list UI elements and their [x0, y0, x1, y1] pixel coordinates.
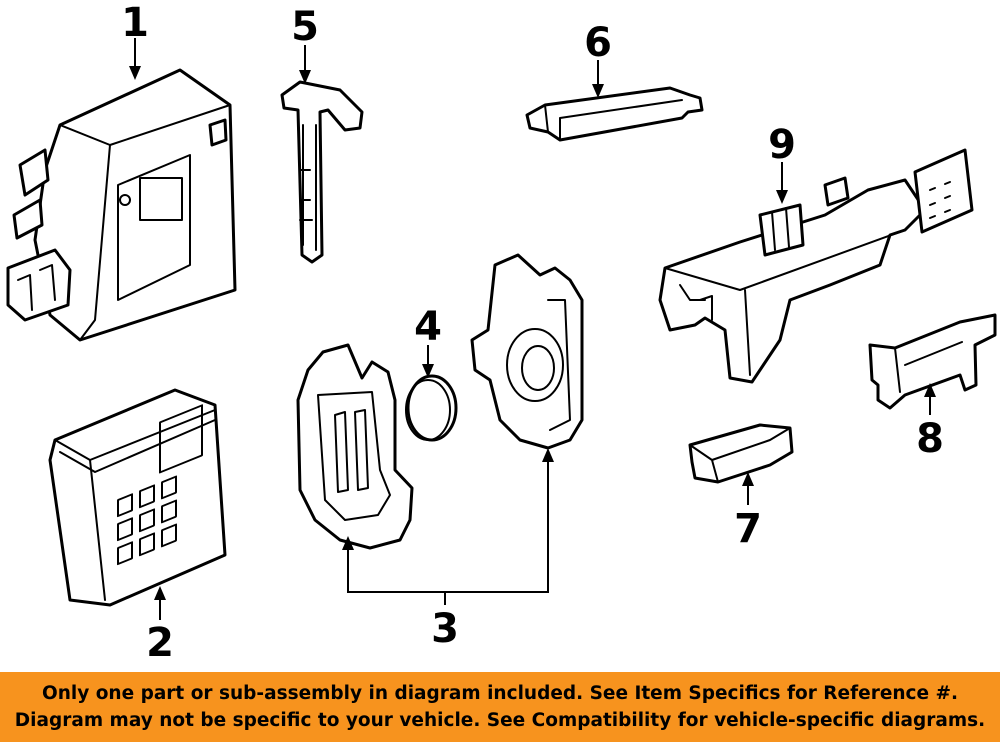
part-8-bracket: [868, 313, 997, 410]
callout-5: 5: [291, 4, 319, 50]
part-6-antenna: [525, 86, 704, 142]
callout-1: 1: [121, 0, 149, 46]
callout-2: 2: [146, 620, 174, 666]
callout-6: 6: [584, 20, 612, 66]
part-4-battery: [405, 374, 458, 442]
parts-diagram: 1 2 3 4 5 6 7 8 9: [6, 0, 997, 666]
callout-7: 7: [734, 506, 762, 552]
callout-4: 4: [414, 304, 442, 350]
disclaimer-line-2: Diagram may not be specific to your vehi…: [14, 710, 986, 731]
disclaimer-line-1: Only one part or sub-assembly in diagram…: [41, 683, 959, 704]
part-1-control-module: [6, 68, 237, 342]
callout-8: 8: [916, 416, 944, 462]
callout-3: 3: [431, 606, 459, 652]
part-3-fob-housing-rear: [296, 343, 414, 550]
part-3-fob-housing-front: [470, 253, 584, 450]
disclaimer-banner: Only one part or sub-assembly in diagram…: [0, 672, 1000, 742]
part-5-key-blade: [280, 80, 364, 264]
callout-9: 9: [768, 122, 796, 168]
leader-lines: [129, 38, 936, 620]
part-9-bracket-assembly: [658, 148, 974, 384]
part-2-electronic-module: [48, 388, 227, 607]
part-7-holder: [688, 423, 794, 484]
